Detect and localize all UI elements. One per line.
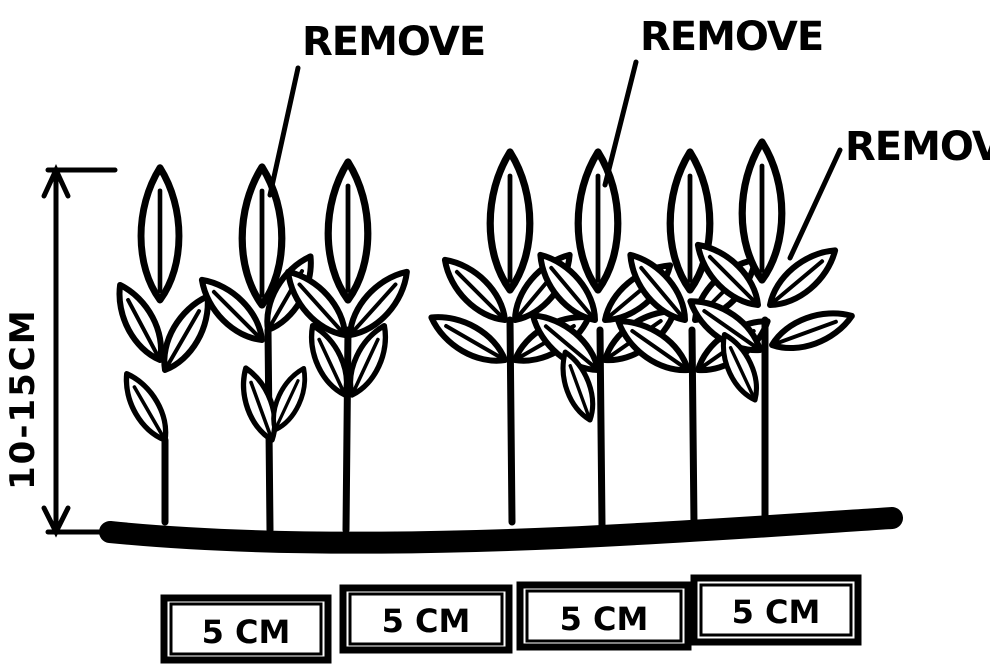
remove-callout-2: REMOVE: [605, 14, 823, 185]
remove-label-1: REMOVE: [302, 19, 485, 65]
spacing-box-2: 5 CM: [343, 588, 509, 650]
spacing-box-4: 5 CM: [694, 578, 858, 642]
height-dimension: 10-15CM: [3, 170, 115, 532]
spacing-label-4: 5 CM: [732, 593, 821, 631]
spacing-label-3: 5 CM: [560, 600, 649, 638]
remove-callout-3: REMOVE: [790, 124, 990, 258]
spacing-box-1: 5 CM: [164, 598, 328, 660]
seedling-2: [192, 167, 322, 530]
spacing-label-1: 5 CM: [202, 613, 291, 651]
height-label: 10-15CM: [3, 308, 43, 490]
spacing-label-2: 5 CM: [382, 602, 471, 640]
remove-label-3: REMOVE: [845, 124, 990, 170]
seedling-1: [108, 168, 219, 522]
ground-line: [110, 518, 892, 543]
seedling-3: [278, 162, 417, 530]
remove-label-2: REMOVE: [640, 14, 823, 60]
spacing-box-3: 5 CM: [520, 585, 688, 647]
remove-callout-1: REMOVE: [270, 19, 485, 195]
